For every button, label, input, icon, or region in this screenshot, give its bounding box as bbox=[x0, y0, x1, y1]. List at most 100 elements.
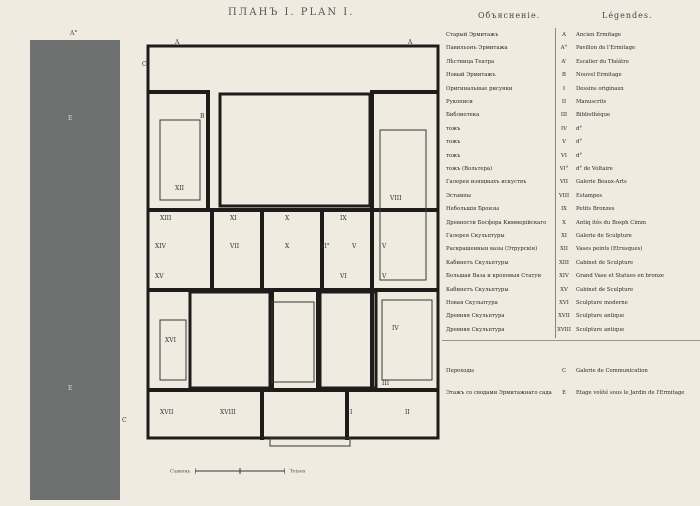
svg-text:XVI: XVI bbox=[165, 337, 177, 344]
svg-text:C: C bbox=[122, 417, 127, 424]
svg-text:III: III bbox=[382, 380, 390, 387]
legend-num: III bbox=[560, 112, 568, 119]
svg-text:XVIII: XVIII bbox=[220, 409, 236, 416]
legend-fr: Escalier du Théâtre bbox=[576, 58, 629, 65]
strip-label-a0: A° bbox=[70, 30, 78, 37]
legend-heading-ru: Объясненiе. bbox=[478, 11, 541, 20]
legend-ru: Старый Эрмитажъ bbox=[446, 32, 499, 38]
legend-fr: Sculpture moderne bbox=[576, 300, 628, 306]
legend-ru: Новый Эрмитажъ bbox=[446, 72, 496, 79]
legend-num: IX bbox=[561, 206, 567, 213]
svg-text:I: I bbox=[350, 409, 353, 416]
svg-text:X: X bbox=[285, 215, 290, 222]
legend-row: тожъ (Вольтера) VI° d° de Voltaire bbox=[442, 162, 700, 176]
svg-text:C: C bbox=[142, 61, 147, 68]
scale-right-label: Toises bbox=[289, 468, 306, 475]
svg-text:VII: VII bbox=[229, 243, 240, 250]
legend-fr: Estampes bbox=[576, 192, 603, 199]
legend-row: Библиотека III Bibliothèque bbox=[442, 108, 700, 122]
legend-ru: Оригинальные рисунки bbox=[446, 85, 513, 92]
scale-left-label: Сажень bbox=[170, 468, 191, 475]
legend-fr: d° de Voltaire bbox=[576, 166, 613, 172]
note-fr: Etage voûté sous le Jardin de l'Ermitage bbox=[576, 390, 685, 396]
legend-num: XVII bbox=[558, 313, 570, 320]
svg-text:IX: IX bbox=[340, 215, 347, 222]
legend-divider bbox=[555, 28, 556, 338]
legend-num: XII bbox=[560, 246, 568, 253]
legend-ru: тожъ bbox=[446, 125, 461, 132]
legend-num: XVI bbox=[559, 300, 569, 306]
legend-fr: Petits Bronzes bbox=[576, 206, 615, 213]
legend-num: XI bbox=[561, 233, 567, 239]
legend-fr: Cabinet de Sculpture bbox=[576, 259, 634, 266]
legend-num: A bbox=[562, 32, 566, 38]
svg-text:B: B bbox=[200, 113, 205, 120]
note-ru: Переходы bbox=[446, 368, 474, 374]
legend-fr: Antiq ités du Bosph Cimm bbox=[576, 219, 647, 226]
legend-fr: Bibliothèque bbox=[576, 112, 611, 119]
svg-text:XIV: XIV bbox=[155, 243, 167, 250]
svg-text:XI: XI bbox=[230, 215, 237, 222]
legend-fr: Cabinet de Sculpture bbox=[576, 286, 634, 293]
svg-text:IV: IV bbox=[392, 325, 399, 332]
legend-ru: Рукописи bbox=[446, 99, 473, 105]
legend-fr: Galerie Beaux-Arts bbox=[576, 179, 627, 186]
note-num: E bbox=[562, 390, 566, 396]
legend-num: X bbox=[562, 219, 566, 226]
legend-ru: Древности Босфора Киммерiйскаго bbox=[446, 219, 547, 226]
note-num: C bbox=[561, 368, 567, 374]
legend-num: V bbox=[562, 139, 566, 146]
svg-text:XIII: XIII bbox=[160, 215, 172, 222]
legend-ru: Павильонъ Эрмитажа bbox=[446, 45, 508, 52]
scale-graphic bbox=[194, 468, 286, 474]
legend-fr: Manuscrits bbox=[576, 99, 607, 105]
legend-ru: Кабинетъ Скульптуры bbox=[446, 259, 509, 266]
legend-ru: Раскрашенныя вазы (Этрурскiя) bbox=[446, 246, 538, 253]
plan-title: ПЛАНЪ I. PLAN I. bbox=[228, 7, 355, 18]
legend-num: VII bbox=[559, 179, 568, 186]
legend-num: B bbox=[562, 72, 566, 79]
svg-text:X: X bbox=[285, 243, 290, 250]
legend-row: Древности Босфора Киммерiйскаго X Antiq it… bbox=[442, 216, 700, 230]
legend-num: I bbox=[562, 85, 566, 92]
note-row: Этажъ со сводами Эрмитажнаго сада E Etage … bbox=[442, 386, 700, 400]
legend-ru: Эстампы bbox=[446, 192, 471, 199]
strip-label-e-top: E bbox=[68, 115, 73, 122]
svg-text:XV: XV bbox=[155, 273, 164, 280]
strip-label-e-bottom: E bbox=[68, 385, 73, 392]
legend-ru: тожъ (Вольтера) bbox=[446, 166, 493, 172]
svg-text:II: II bbox=[405, 409, 410, 416]
legend-rule bbox=[442, 340, 700, 341]
legend-ru: Галерея изящныхъ искуствъ bbox=[446, 179, 527, 186]
legend-num: A° bbox=[560, 45, 568, 52]
legend-row: Новый Эрмитажъ B Nouvel Ermitage bbox=[442, 68, 700, 82]
legend-fr: Grand Vase et Statues en bronze bbox=[576, 273, 665, 280]
legend-fr: Sculpture antique bbox=[576, 326, 625, 333]
legend-num: XIII bbox=[558, 259, 570, 266]
legend-num: VI° bbox=[559, 166, 569, 172]
legend-ru: Новая Скульптура bbox=[446, 300, 498, 306]
legend-ru: Библиотека bbox=[446, 112, 480, 119]
legend-fr: Galerie de Sculpture bbox=[576, 233, 632, 239]
legend-fr: Nouvel Ermitage bbox=[576, 72, 622, 79]
legend-num: VI bbox=[561, 152, 567, 159]
legend-num: XV bbox=[560, 286, 568, 293]
legend-num: XIV bbox=[559, 273, 569, 280]
note-ru: Этажъ со сводами Эрмитажнаго сада bbox=[446, 390, 552, 396]
legend-fr: Sculpture antique bbox=[576, 313, 625, 320]
svg-text:VI°: VI° bbox=[319, 243, 330, 250]
svg-text:A: A bbox=[174, 39, 180, 46]
legend-row: Галерея изящныхъ искуствъ VII Galerie Beau… bbox=[442, 175, 700, 189]
legend-ru: тожъ bbox=[446, 139, 461, 146]
svg-text:VIII: VIII bbox=[389, 195, 402, 202]
